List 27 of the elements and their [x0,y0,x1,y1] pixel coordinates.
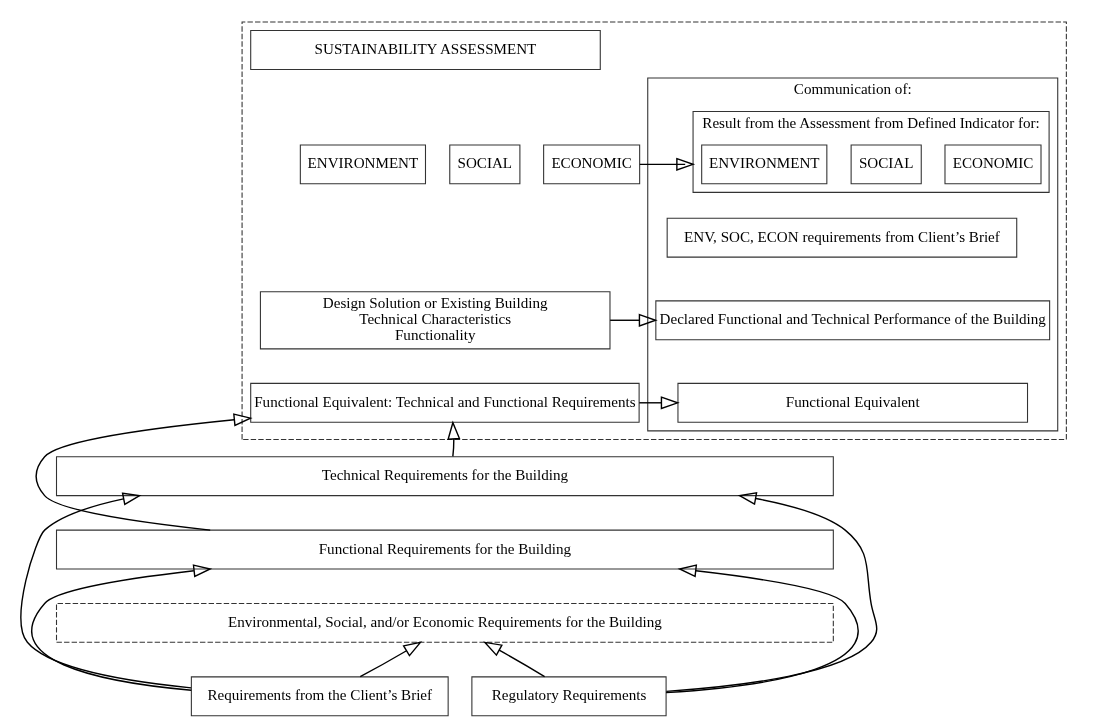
node-box: ENVIRONMENT [701,143,828,184]
arrow [609,313,658,327]
node-box: SUSTAINABILITY ASSESSMENT [250,29,601,70]
node-box: Regulatory Requirements [471,675,667,716]
node-box: Design Solution or Existing Building Technical Characteristics Functionality [259,290,611,349]
node-box: Technical Requirements for the Building [55,455,834,496]
node-box: Functional Requirements for the Building [55,529,834,569]
node-box: Requirements from the Client’s Brief [190,675,449,716]
arrow [35,412,253,531]
node-box: SOCIAL [850,143,922,184]
node-box: Environmental, Social, and/or Economic Requirements for the Building [55,602,834,643]
arrow [665,491,878,692]
arrow [665,563,859,693]
arrow [483,640,546,677]
arrow [638,395,680,409]
node-box: SOCIAL [449,143,521,184]
node-box: Declared Functional and Technical Performance of the Building [655,299,1051,340]
arrow [20,491,192,689]
node-box: ECONOMIC [944,143,1042,184]
node-box: Functional Equivalent [677,382,1029,423]
node-box: ECONOMIC [543,143,641,184]
arrow [639,157,696,171]
arrow [359,640,423,677]
node-box: Functional Equivalent: Technical and Functional Requirements [250,382,640,423]
arrow [31,563,213,691]
node-box: ENV, SOC, ECON requirements from Client’s Brief [666,217,1018,258]
node-box: ENVIRONMENT [299,143,427,184]
